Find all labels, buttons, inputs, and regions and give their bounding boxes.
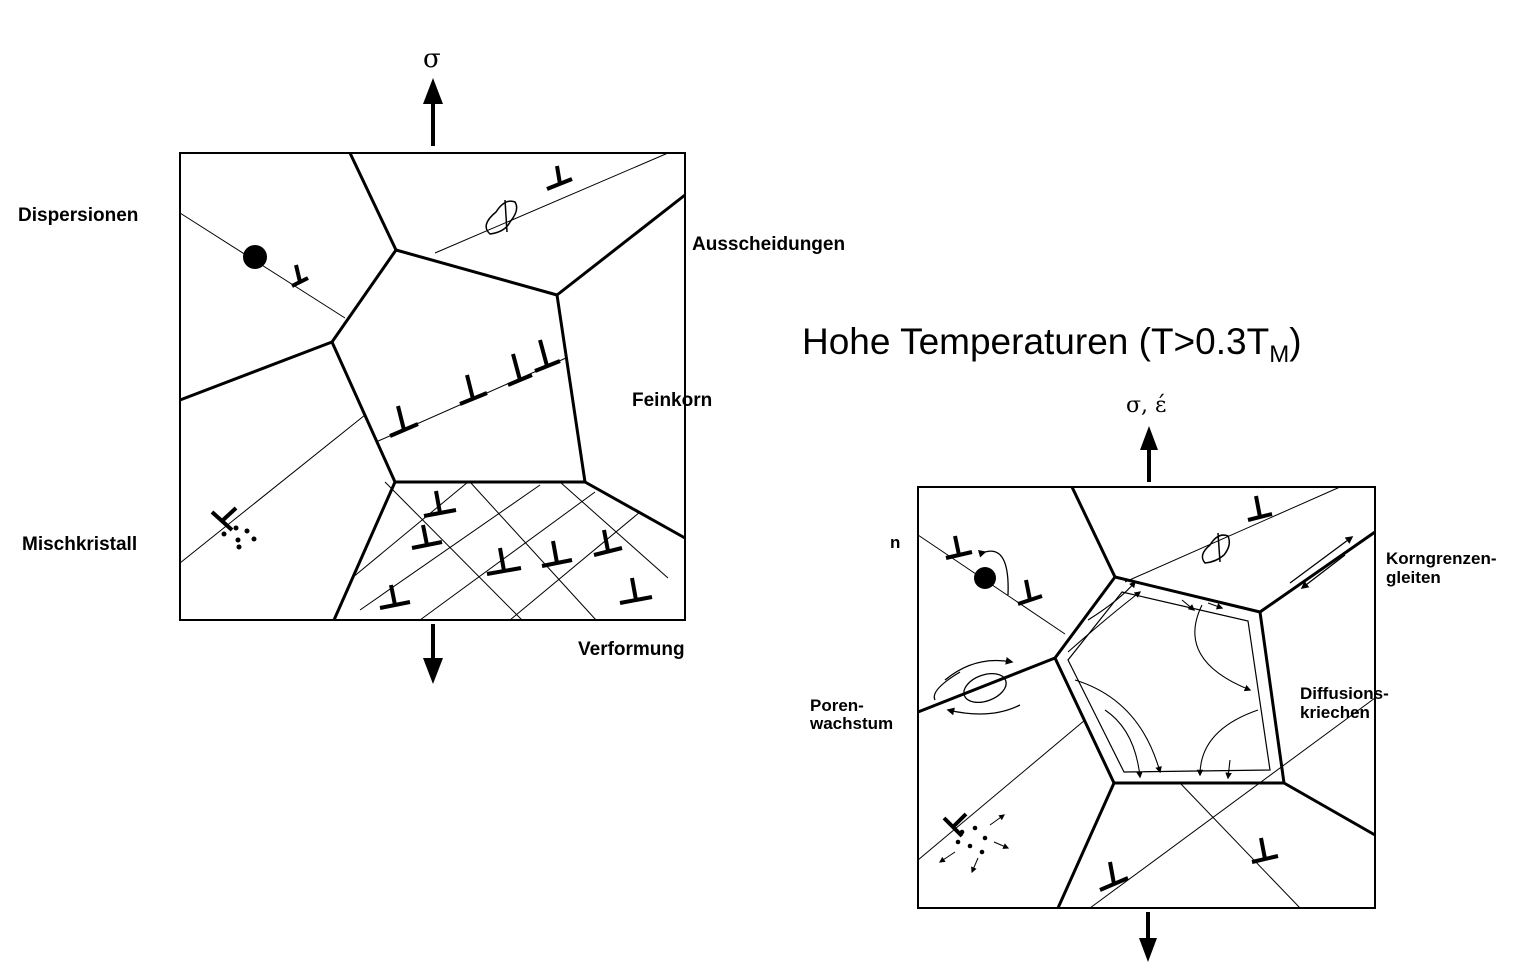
left-specimen-frame [179,152,686,621]
left-stress-arrow-down [423,624,443,684]
right-solute-dots [955,825,988,855]
high-temperature-title: Hohe Temperaturen (T>0.3TM) [802,322,1302,375]
right-dislocation-symbols [942,495,1279,892]
label-diffusionskriechen: Diffusions- kriechen [1300,684,1389,722]
left-grain-boundaries [179,152,686,621]
diffusion-inner-path [1067,591,1271,773]
dispersion-particle [243,245,267,269]
right-dispersion-particle [974,567,996,589]
poren-line1: Poren- [810,696,864,715]
label-cut-n: n [890,533,901,552]
left-microstructure-diagram [179,78,686,684]
solute-atom-dots [221,525,257,550]
title-main: Hohe Temperaturen (T>0.3T [802,321,1270,362]
right-specimen-frame [917,486,1376,909]
pore-shape [933,657,1021,716]
sliding-arrows [1289,536,1354,589]
diffusions-line1: Diffusions- [1300,684,1389,703]
climb-arrow [977,549,1009,596]
korngrenzen-line2: gleiten [1386,568,1441,587]
diffusions-line2: kriechen [1300,703,1370,722]
left-stress-arrow-up [423,78,443,146]
korngrenzen-line1: Korngrenzen- [1386,549,1497,568]
label-feinkorn: Feinkorn [632,390,713,411]
label-ausscheidungen: Ausscheidungen [692,234,846,255]
right-stress-arrow-up [1140,426,1158,482]
label-mischkristall: Mischkristall [22,534,138,555]
label-porenwachstum: Poren- wachstum [810,697,893,733]
right-grain-boundaries [917,486,1376,909]
left-sigma-label: σ [423,44,441,74]
poren-line2: wachstum [810,714,894,733]
label-dispersionen: Dispersionen [18,205,139,226]
right-microstructure-diagram [917,426,1376,962]
label-verformung: Verformung [578,639,685,660]
right-stress-strainrate-label: σ, έ [1126,393,1167,418]
right-precipitate-shape [1201,532,1231,564]
diffusion-flux-arrows [1067,580,1259,780]
title-subscript: M [1269,341,1290,368]
label-korngrenzengleiten: Korngrenzen- gleiten [1386,549,1497,587]
solute-diffusion-arrows [939,814,1010,874]
left-slip-lines [179,152,669,621]
right-stress-arrow-down [1139,912,1157,962]
title-close: ) [1289,321,1302,362]
left-dislocation-symbols [210,165,653,610]
precipitate-shape [485,199,518,235]
